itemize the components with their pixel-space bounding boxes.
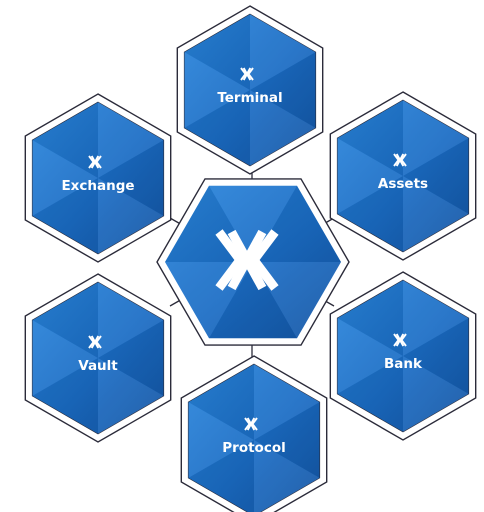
hex-facet xyxy=(403,100,469,176)
x-icon-stroke xyxy=(251,417,258,431)
x-icon-stroke xyxy=(395,333,405,347)
hex-label-assets: Assets xyxy=(378,176,428,192)
hex-facet xyxy=(32,320,99,396)
x-cross-logo-icon xyxy=(393,153,407,167)
hex-facet xyxy=(184,14,250,90)
hex-facet xyxy=(403,280,469,356)
hex-facet xyxy=(98,178,164,254)
hex-facet xyxy=(250,14,316,90)
hex-facet xyxy=(337,100,403,176)
hex-facet xyxy=(188,402,254,478)
x-icon-stroke xyxy=(215,229,246,291)
hex-node-vault[interactable]: Vault xyxy=(24,273,172,443)
hex-facet xyxy=(32,282,99,358)
hex-facet xyxy=(403,176,469,252)
x-cross-logo-icon xyxy=(393,333,407,347)
hex-facet xyxy=(337,138,403,214)
x-cross-logo-icon xyxy=(88,155,102,169)
x-icon-stroke xyxy=(395,153,405,167)
x-cross-logo-icon xyxy=(244,417,258,431)
x-icon-stroke xyxy=(400,153,407,167)
hex-facet xyxy=(32,358,99,434)
hex-fill xyxy=(336,99,470,253)
center-hex-facet xyxy=(209,185,297,262)
hex-facet xyxy=(32,102,99,178)
hex-facet xyxy=(184,52,250,128)
hex-fill xyxy=(31,281,165,435)
x-icon-stroke xyxy=(240,67,247,81)
hex-facet xyxy=(188,440,254,512)
x-icon-stroke xyxy=(242,67,252,81)
hex-facet xyxy=(250,52,316,128)
center-hex-facet xyxy=(209,262,297,339)
hex-fill xyxy=(183,13,317,167)
x-icon-stroke xyxy=(90,335,100,349)
hex-node-assets[interactable]: Assets xyxy=(329,91,477,261)
x-icon-stroke xyxy=(393,333,400,347)
hex-fill xyxy=(187,363,321,512)
hex-label-bank: Bank xyxy=(384,356,423,372)
hex-facet xyxy=(337,280,403,356)
hex-facet xyxy=(337,318,403,394)
hex-node-bank[interactable]: Bank xyxy=(329,271,477,441)
hex-facet xyxy=(188,364,254,440)
x-icon-stroke xyxy=(244,417,251,431)
x-cross-logo-icon xyxy=(240,67,254,81)
hex-facet xyxy=(403,138,469,214)
hex-facet xyxy=(98,282,164,358)
hex-facet xyxy=(98,320,164,396)
hex-label-exchange: Exchange xyxy=(61,178,134,194)
hex-label-vault: Vault xyxy=(78,358,118,374)
center-x-logo-icon xyxy=(215,229,279,291)
x-icon-stroke xyxy=(88,335,95,349)
x-icon-stroke xyxy=(227,229,267,291)
hex-facet xyxy=(403,318,469,394)
x-icon-stroke xyxy=(88,155,95,169)
center-logo-hex xyxy=(156,178,350,346)
hex-node-protocol[interactable]: Protocol xyxy=(180,355,328,512)
hex-facet xyxy=(337,176,403,252)
x-icon-stroke xyxy=(400,333,407,347)
hex-node-exchange[interactable]: Exchange xyxy=(24,93,172,263)
hex-facet xyxy=(254,364,320,440)
hex-facet xyxy=(98,102,164,178)
hex-fill xyxy=(336,279,470,433)
x-icon-stroke xyxy=(248,229,279,291)
hex-facet xyxy=(337,356,403,432)
hex-label-terminal: Terminal xyxy=(217,90,282,106)
x-icon-stroke xyxy=(95,335,102,349)
x-cross-logo-icon xyxy=(88,335,102,349)
x-icon-stroke xyxy=(90,155,100,169)
hex-facet xyxy=(250,90,316,166)
hex-node-terminal[interactable]: Terminal xyxy=(176,5,324,175)
hex-facet xyxy=(254,440,320,512)
hex-facet xyxy=(403,356,469,432)
hex-label-protocol: Protocol xyxy=(222,440,285,456)
x-icon-stroke xyxy=(95,155,102,169)
x-icon-stroke xyxy=(246,417,256,431)
hex-facet xyxy=(98,358,164,434)
hex-fill xyxy=(31,101,165,255)
hex-facet xyxy=(32,178,99,254)
hex-facet xyxy=(184,90,250,166)
center-hex-facet xyxy=(253,185,341,262)
hex-facet xyxy=(98,140,164,216)
x-icon-stroke xyxy=(393,153,400,167)
hex-facet xyxy=(32,140,99,216)
x-icon-stroke xyxy=(247,67,254,81)
hex-facet xyxy=(254,402,320,478)
